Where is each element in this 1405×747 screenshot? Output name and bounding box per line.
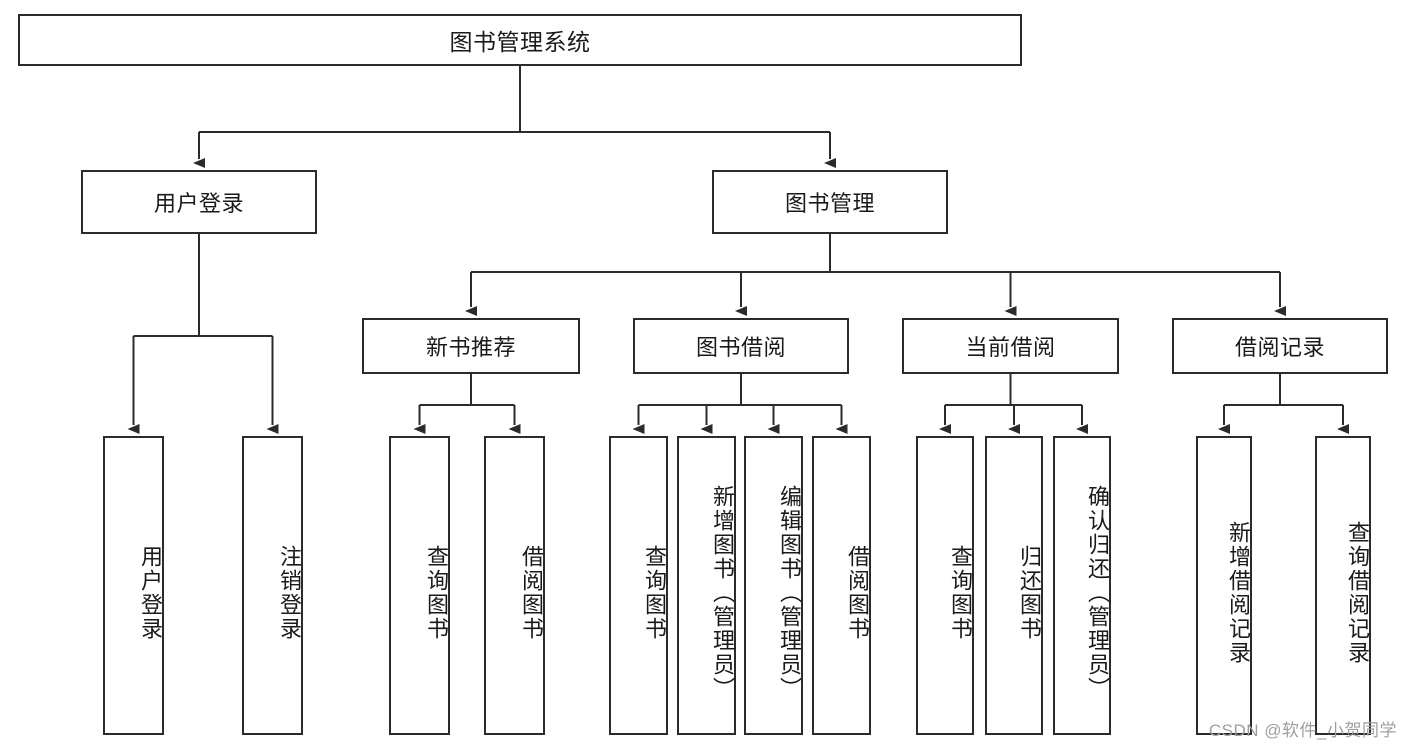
node-label: 借阅图书 [519,544,544,641]
node-label: 图书管理系统 [449,29,591,55]
node-leaf-add-record[interactable]: 新增借阅记录 [1196,436,1252,735]
node-leaf-user-logout[interactable]: 注销登录 [242,436,303,735]
node-label: 查询图书 [424,544,449,641]
node-leaf-query-book-rec[interactable]: 查询图书 [389,436,450,735]
node-borrow-record[interactable]: 借阅记录 [1172,318,1388,374]
node-book-borrow[interactable]: 图书借阅 [633,318,849,374]
node-leaf-add-book[interactable]: 新增图书（管理员） [677,436,736,735]
node-label: 新书推荐 [425,335,516,360]
node-label: 确认归还（管理员） [1085,484,1110,701]
node-leaf-user-login[interactable]: 用户登录 [103,436,164,735]
node-leaf-query-record[interactable]: 查询借阅记录 [1315,436,1371,735]
node-leaf-borrow-book[interactable]: 借阅图书 [812,436,871,735]
node-book-manage[interactable]: 图书管理 [712,170,948,234]
node-label: 借阅记录 [1234,335,1325,360]
node-leaf-edit-book[interactable]: 编辑图书（管理员） [744,436,803,735]
node-current-borrow[interactable]: 当前借阅 [902,318,1119,374]
node-label: 用户登录 [153,191,244,216]
node-leaf-query-book-borrow[interactable]: 查询图书 [609,436,668,735]
node-leaf-confirm-return[interactable]: 确认归还（管理员） [1053,436,1111,735]
node-label: 新增图书（管理员） [710,484,735,701]
node-leaf-query-book-cur[interactable]: 查询图书 [916,436,974,735]
node-label: 归还图书 [1017,544,1042,641]
node-label: 注销登录 [277,544,302,641]
node-root[interactable]: 图书管理系统 [18,14,1022,66]
node-label: 当前借阅 [965,335,1056,360]
watermark: CSDN @软件_小贺同学 [1208,721,1397,740]
node-label: 图书管理 [784,191,875,216]
node-leaf-borrow-book-rec[interactable]: 借阅图书 [484,436,545,735]
node-label: 查询图书 [642,544,667,641]
node-label: 借阅图书 [845,544,870,641]
node-label: 图书借阅 [695,335,786,360]
node-label: 新增借阅记录 [1226,520,1251,665]
node-label: 查询借阅记录 [1345,520,1370,665]
node-new-book-rec[interactable]: 新书推荐 [362,318,580,374]
node-label: 用户登录 [138,544,163,641]
node-leaf-return-book[interactable]: 归还图书 [985,436,1043,735]
node-user-login[interactable]: 用户登录 [81,170,317,234]
node-label: 查询图书 [948,544,973,641]
node-label: 编辑图书（管理员） [777,484,802,701]
